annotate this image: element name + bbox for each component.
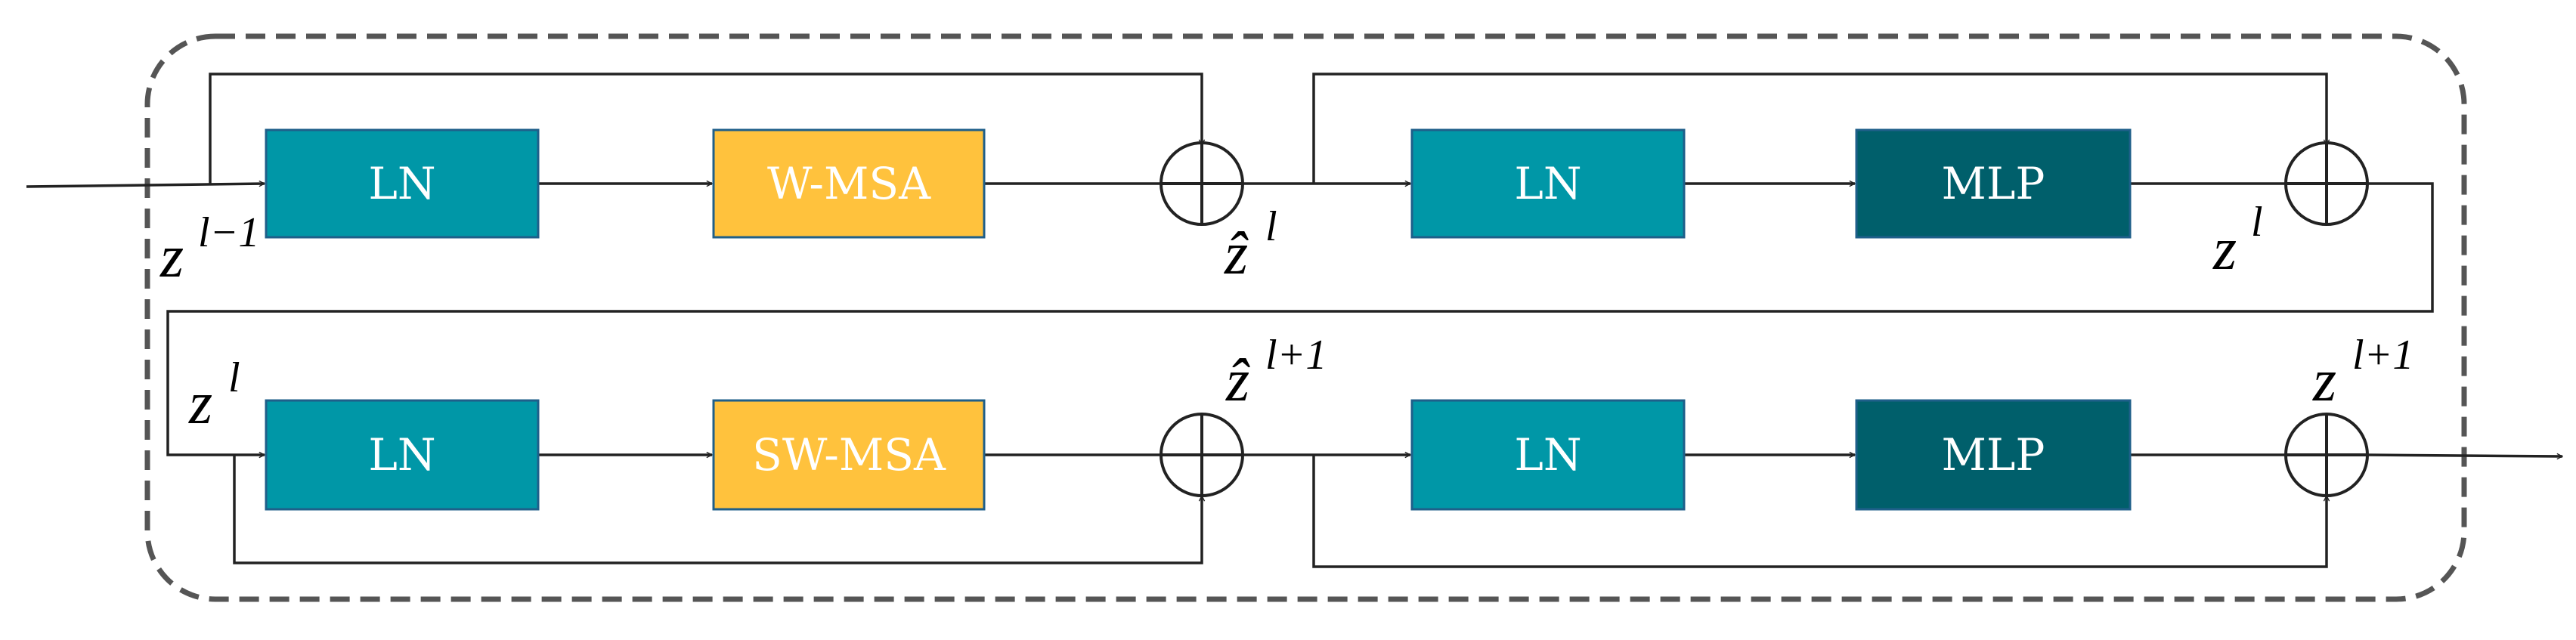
mlp-block-2-label: MLP bbox=[1942, 429, 2045, 481]
add-node-3 bbox=[1160, 413, 1244, 497]
label-z-l-plus-1-sup: l+1 bbox=[2352, 332, 2413, 379]
ln-block-3-label: LN bbox=[368, 429, 435, 481]
mlp-block-2: MLP bbox=[1855, 399, 2132, 511]
label-z-l-row2: z l bbox=[188, 354, 240, 437]
wrap-path bbox=[166, 182, 2434, 455]
wmsa-block: W-MSA bbox=[712, 128, 986, 239]
dashed-block-border bbox=[144, 33, 2467, 602]
skip-path-1 bbox=[209, 73, 1202, 185]
label-z-l-plus-1: z l+1 bbox=[2312, 332, 2413, 414]
label-zhat-l: ẑ l bbox=[1224, 203, 1277, 287]
label-zhat-l-sup: l bbox=[1265, 203, 1277, 250]
ln-block-3: LN bbox=[265, 399, 540, 511]
mlp-block-1: MLP bbox=[1855, 128, 2132, 239]
label-zhat-l-plus-1-sup: l+1 bbox=[1265, 332, 1327, 379]
label-zhat-l-plus-1: ẑ l+1 bbox=[1225, 332, 1327, 414]
label-zhat-l-plus-1-base: ẑ bbox=[1225, 348, 1250, 414]
add-node-2 bbox=[2284, 141, 2369, 226]
mlp-block-1-label: MLP bbox=[1942, 158, 2045, 209]
ln-block-2-label: LN bbox=[1514, 158, 1581, 209]
label-z-l-minus-1-sup: l−1 bbox=[198, 209, 259, 256]
label-z-l-row1-sup: l bbox=[2251, 199, 2263, 246]
add-node-4 bbox=[2284, 413, 2369, 497]
ln-block-1: LN bbox=[265, 128, 540, 239]
label-z-l-row2-sup: l bbox=[228, 354, 240, 401]
skip-path-4 bbox=[1312, 455, 2327, 568]
swmsa-block: SW-MSA bbox=[712, 399, 986, 511]
ln-block-1-label: LN bbox=[368, 158, 435, 209]
label-z-l-row1-base: z bbox=[2212, 216, 2237, 283]
swmsa-block-label: SW-MSA bbox=[752, 429, 946, 481]
output-line bbox=[2367, 455, 2562, 456]
add-node-1 bbox=[1160, 141, 1244, 226]
skip-path-2 bbox=[1312, 73, 2327, 184]
skip-path-3 bbox=[233, 455, 1202, 564]
wmsa-block-label: W-MSA bbox=[767, 158, 931, 209]
ln-block-4-label: LN bbox=[1514, 429, 1581, 481]
label-z-l-row2-base: z bbox=[188, 370, 212, 437]
input-line bbox=[26, 184, 265, 188]
label-z-l-minus-1: z l−1 bbox=[159, 209, 259, 290]
ln-block-2: LN bbox=[1410, 128, 1686, 239]
ln-block-4: LN bbox=[1410, 399, 1686, 511]
label-zhat-l-base: ẑ bbox=[1224, 221, 1249, 287]
label-z-l-minus-1-base: z bbox=[159, 224, 184, 290]
label-z-l-row1: z l bbox=[2212, 199, 2263, 283]
label-z-l-plus-1-base: z bbox=[2312, 348, 2336, 414]
